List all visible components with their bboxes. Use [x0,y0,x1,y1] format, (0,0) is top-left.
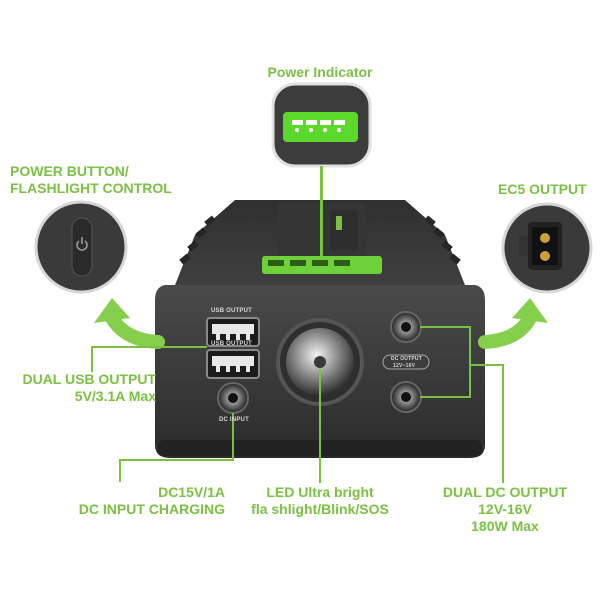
ec5-connector-icon [519,222,562,270]
dual-usb-output-label: DUAL USB OUTPUT 5V/3.1A Max [22,371,156,404]
dc-input-label: DC INPUT [219,417,249,423]
power-indicator-label: Power Indicator [267,64,373,80]
device-ribs-right [424,215,461,265]
dc-output-label: DC OUTPUT [391,356,422,362]
curved-arrow-icon-left [94,298,165,349]
device-ribs-left [179,215,216,265]
usb-output-label-1: USB OUTPUT [211,308,252,314]
curved-arrow-icon-right [478,298,548,349]
power-button-label: POWER BUTTON/ FLASHLIGHT CONTROL [10,163,172,196]
usb-output-label-2: USB OUTPUT [211,341,252,347]
led-flashlight-label: LED Ultra bright fla shlight/Blink/SOS [251,484,389,517]
dual-dc-output-label: DUAL DC OUTPUT 12V-16V 180W Max [442,484,568,534]
ec5-output-label: EC5 OUTPUT [498,181,587,197]
connector-lines [91,326,504,483]
dc-input-charging-label: DC15V/1A DC INPUT CHARGING [78,484,225,517]
power-symbol-icon [76,237,88,251]
dc-output-range-label: 12V~16V [393,363,416,369]
